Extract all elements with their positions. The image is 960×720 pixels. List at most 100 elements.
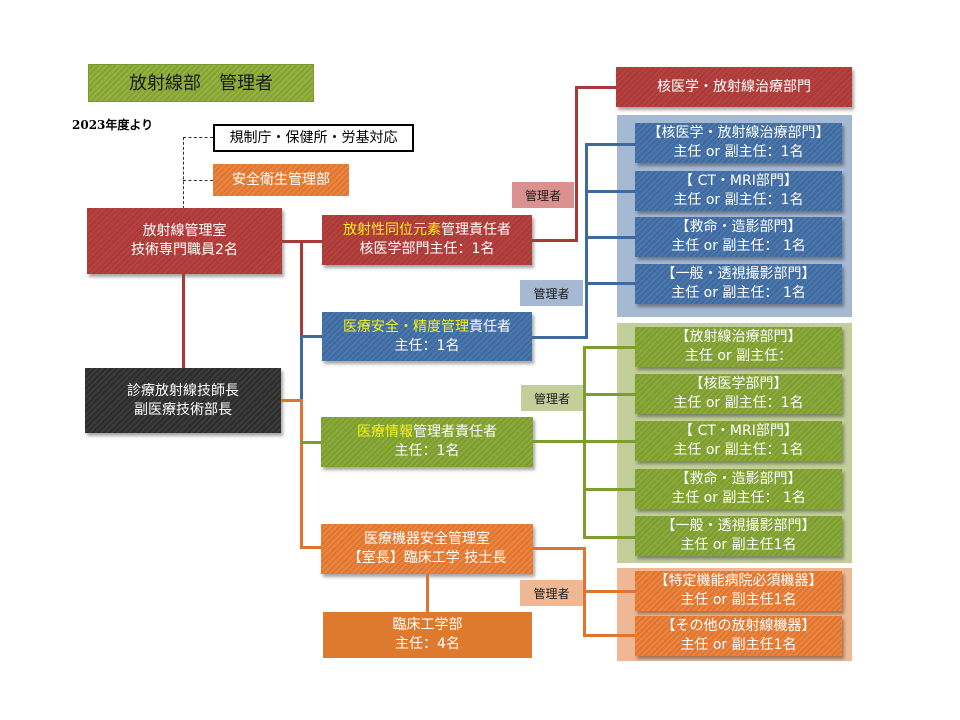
staff-label: 主任 or 副主任：1名 (673, 144, 804, 160)
regulatory-label: 規制庁・保健所・労基対応 (229, 129, 398, 146)
staff-label: 主任 or 副主任： 1名 (671, 285, 806, 301)
clinical-engineering-box: 臨床工学部 主任：4名 (323, 612, 532, 658)
orange-dept-box: 【その他の放射線機器】 主任 or 副主任1名 (635, 616, 842, 656)
blue-dept-box: 【救命・造影部門】 主任 or 副主任： 1名 (635, 217, 842, 257)
connector-line (583, 346, 635, 349)
dashed-connector (183, 137, 184, 209)
chief-line2: 副医療技術部長 (134, 401, 232, 418)
connector-line (585, 282, 635, 285)
dept-label: 【 CT・MRI部門】 (679, 173, 798, 189)
connector-line (533, 440, 585, 443)
safety-qc-line2: 主任：1名 (394, 337, 460, 354)
ri-manager-line1: 放射性同位元素管理責任者 (343, 221, 511, 240)
nuclear-radiotherapy-dept-box: 核医学・放射線治療部門 (616, 67, 852, 107)
safety-qc-manager-box: 医療安全・精度管理責任者 主任：1名 (322, 312, 532, 361)
connector-line (585, 143, 635, 146)
manager-tag-label: 管理者 (533, 586, 570, 601)
connector-line (585, 236, 635, 239)
dept-label: 【一般・透視撮影部門】 (661, 266, 816, 282)
medical-info-manager-box: 医療情報管理者責任者 主任：1名 (321, 417, 533, 467)
chief-line1: 診療放射線技師長 (127, 382, 239, 399)
management-office-box: 放射線管理室 技術専門職員2名 (87, 208, 282, 274)
connector-line (575, 86, 578, 242)
connector-line (300, 335, 322, 338)
manager-tag-orange: 管理者 (520, 580, 583, 606)
orange-dept-box: 【特定機能病院必須機器】 主任 or 副主任1名 (635, 571, 842, 611)
dashed-connector (183, 180, 213, 181)
dept-label: 【放射線治療部門】 (675, 329, 802, 345)
green-dept-box: 【救命・造影部門】 主任 or 副主任： 1名 (635, 469, 842, 509)
dept-label: 【特定機能病院必須機器】 (654, 573, 823, 589)
dept-label: 【救命・造影部門】 (675, 471, 802, 487)
ri-highlight: 放射性同位元素 (343, 222, 441, 238)
safety-dept-label: 安全衛生管理部 (232, 171, 330, 188)
dept-label: 【救命・造影部門】 (675, 219, 802, 235)
connector-line (300, 441, 322, 444)
green-dept-box: 【 CT・MRI部門】 主任 or 副主任：1名 (635, 421, 842, 461)
chief-box: 診療放射線技師長 副医療技術部長 (85, 368, 281, 433)
dept-label: 【核医学部門】 (689, 376, 788, 392)
manager-tag-red: 管理者 (512, 182, 574, 208)
connector-line (300, 240, 303, 337)
dept-label: 【 CT・MRI部門】 (679, 423, 798, 439)
ri-rest: 管理責任者 (441, 222, 511, 238)
connector-line (585, 143, 588, 339)
medical-info-rest: 管理者責任者 (413, 424, 497, 440)
manager-tag-green: 管理者 (521, 385, 583, 411)
connector-line (533, 547, 585, 550)
device-safety-line2: 【室長】臨床工学 技士長 (347, 550, 507, 566)
medical-info-highlight: 医療情報 (357, 424, 413, 440)
nuclear-dept-label: 核医学・放射線治療部門 (657, 78, 811, 95)
connector-line (583, 393, 635, 396)
regulatory-box: 規制庁・保健所・労基対応 (213, 124, 414, 152)
staff-label: 主任 or 副主任：1名 (673, 192, 804, 208)
connector-line (585, 190, 635, 193)
connector-line (583, 634, 635, 637)
safety-qc-line1: 医療安全・精度管理責任者 (343, 318, 511, 337)
medical-info-line2: 主任：1名 (394, 443, 460, 459)
staff-label: 主任 or 副主任1名 (680, 537, 797, 553)
blue-dept-box: 【一般・透視撮影部門】 主任 or 副主任： 1名 (635, 264, 842, 304)
connector-line (583, 536, 635, 539)
staff-label: 主任 or 副主任1名 (680, 637, 797, 653)
manager-tag-label: 管理者 (533, 391, 570, 406)
device-safety-line1: 医療機器安全管理室 (364, 531, 490, 547)
staff-label: 主任 or 副主任：1名 (673, 442, 804, 458)
staff-label: 主任 or 副主任： 1名 (671, 490, 806, 506)
connector-line (583, 590, 635, 593)
connector-line (300, 399, 303, 548)
page-title-text: 放射線部 管理者 (129, 72, 273, 94)
connector-line (300, 337, 303, 401)
green-dept-box: 【核医学部門】 主任 or 副主任：1名 (635, 374, 842, 414)
connector-line (583, 440, 635, 443)
ri-manager-box: 放射性同位元素管理責任者 核医学部門主任：1名 (322, 215, 532, 265)
connector-line (532, 239, 577, 242)
manager-tag-blue: 管理者 (520, 280, 583, 306)
connector-line (300, 546, 322, 549)
manager-tag-label: 管理者 (533, 286, 570, 301)
blue-dept-box: 【核医学・放射線治療部門】 主任 or 副主任：1名 (635, 123, 842, 163)
green-dept-box: 【放射線治療部門】 主任 or 副主任： (635, 327, 842, 367)
clinical-engineering-line2: 主任：4名 (395, 636, 460, 652)
connector-line (532, 336, 587, 339)
medical-info-line1: 医療情報管理者責任者 (357, 423, 497, 442)
device-safety-office-box: 医療機器安全管理室 【室長】臨床工学 技士長 (321, 524, 533, 574)
staff-label: 主任 or 副主任：1名 (673, 395, 804, 411)
staff-label: 主任 or 副主任： 1名 (671, 238, 806, 254)
connector-line (426, 574, 429, 612)
connector-line (281, 399, 303, 402)
page-title: 放射線部 管理者 (88, 64, 314, 102)
dept-label: 【その他の放射線機器】 (661, 618, 816, 634)
safety-qc-rest: 責任者 (469, 318, 511, 335)
clinical-engineering-line1: 臨床工学部 (392, 617, 463, 633)
dashed-connector (183, 137, 213, 138)
safety-dept-box: 安全衛生管理部 (213, 164, 349, 196)
staff-label: 主任 or 副主任1名 (680, 592, 797, 608)
blue-dept-box: 【 CT・MRI部門】 主任 or 副主任：1名 (635, 171, 842, 211)
staff-label: 主任 or 副主任： (684, 348, 793, 364)
dept-label: 【一般・透視撮影部門】 (661, 518, 816, 534)
connector-line (182, 274, 185, 368)
management-office-line2: 技術専門職員2名 (131, 242, 238, 258)
dept-label: 【核医学・放射線治療部門】 (647, 125, 830, 141)
manager-tag-label: 管理者 (524, 188, 561, 203)
